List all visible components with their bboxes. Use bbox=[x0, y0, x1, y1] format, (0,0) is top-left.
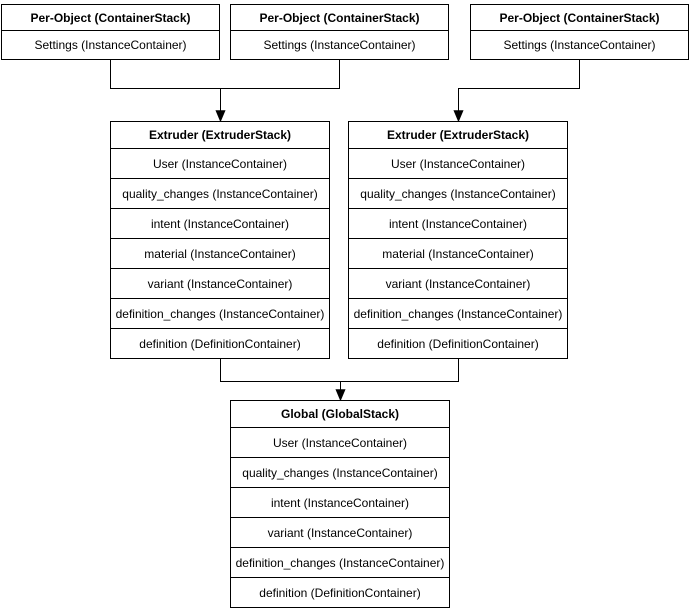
global-stack-title: Global (GlobalStack) bbox=[231, 401, 449, 428]
connector-perobject-3-to-extruder-right bbox=[458, 59, 580, 112]
extruder-left-row-user: User (InstanceContainer) bbox=[111, 149, 329, 179]
global-stack: Global (GlobalStack) User (InstanceConta… bbox=[230, 400, 450, 608]
extruder-right-row-material: material (InstanceContainer) bbox=[349, 239, 567, 269]
extruder-stack-right-title: Extruder (ExtruderStack) bbox=[349, 122, 567, 149]
global-row-definition-changes: definition_changes (InstanceContainer) bbox=[231, 548, 449, 578]
connector-perobject-1-2-to-extruder-left bbox=[110, 59, 340, 89]
per-object-stack-2-row-settings: Settings (InstanceContainer) bbox=[263, 38, 416, 52]
per-object-stack-1-row-settings: Settings (InstanceContainer) bbox=[34, 38, 187, 52]
extruder-right-row-user: User (InstanceContainer) bbox=[349, 149, 567, 179]
global-row-quality-changes: quality_changes (InstanceContainer) bbox=[231, 458, 449, 488]
global-row-definition: definition (DefinitionContainer) bbox=[259, 585, 421, 600]
global-row-intent: intent (InstanceContainer) bbox=[231, 488, 449, 518]
arrowhead-extruder-right-icon bbox=[453, 110, 464, 123]
extruder-right-row-variant: variant (InstanceContainer) bbox=[349, 269, 567, 299]
extruder-right-row-quality-changes: quality_changes (InstanceContainer) bbox=[349, 179, 567, 209]
extruder-left-row-quality-changes: quality_changes (InstanceContainer) bbox=[111, 179, 329, 209]
extruder-right-row-definition: definition (DefinitionContainer) bbox=[377, 336, 539, 351]
extruder-left-row-definition-changes: definition_changes (InstanceContainer) bbox=[111, 299, 329, 329]
per-object-stack-3-row-settings: Settings (InstanceContainer) bbox=[503, 38, 656, 52]
per-object-stack-2: Per-Object (ContainerStack) Settings (In… bbox=[230, 4, 449, 60]
extruder-left-row-material: material (InstanceContainer) bbox=[111, 239, 329, 269]
extruder-stack-right: Extruder (ExtruderStack) User (InstanceC… bbox=[348, 121, 568, 359]
global-row-variant: variant (InstanceContainer) bbox=[231, 518, 449, 548]
global-row-user: User (InstanceContainer) bbox=[231, 428, 449, 458]
extruder-left-row-variant: variant (InstanceContainer) bbox=[111, 269, 329, 299]
extruder-stack-left: Extruder (ExtruderStack) User (InstanceC… bbox=[110, 121, 330, 359]
extruder-right-row-definition-changes: definition_changes (InstanceContainer) bbox=[349, 299, 567, 329]
connector-extruders-to-global bbox=[220, 358, 459, 382]
arrowhead-global-icon bbox=[335, 389, 346, 402]
per-object-stack-1-title: Per-Object (ContainerStack) bbox=[2, 5, 219, 31]
per-object-stack-1: Per-Object (ContainerStack) Settings (In… bbox=[1, 4, 220, 60]
arrowhead-extruder-left-icon bbox=[215, 110, 226, 123]
extruder-left-row-definition: definition (DefinitionContainer) bbox=[139, 336, 301, 351]
per-object-stack-3: Per-Object (ContainerStack) Settings (In… bbox=[470, 4, 689, 60]
per-object-stack-2-title: Per-Object (ContainerStack) bbox=[231, 5, 448, 31]
per-object-stack-3-title: Per-Object (ContainerStack) bbox=[471, 5, 688, 31]
extruder-right-row-intent: intent (InstanceContainer) bbox=[349, 209, 567, 239]
extruder-left-row-intent: intent (InstanceContainer) bbox=[111, 209, 329, 239]
extruder-stack-left-title: Extruder (ExtruderStack) bbox=[111, 122, 329, 149]
